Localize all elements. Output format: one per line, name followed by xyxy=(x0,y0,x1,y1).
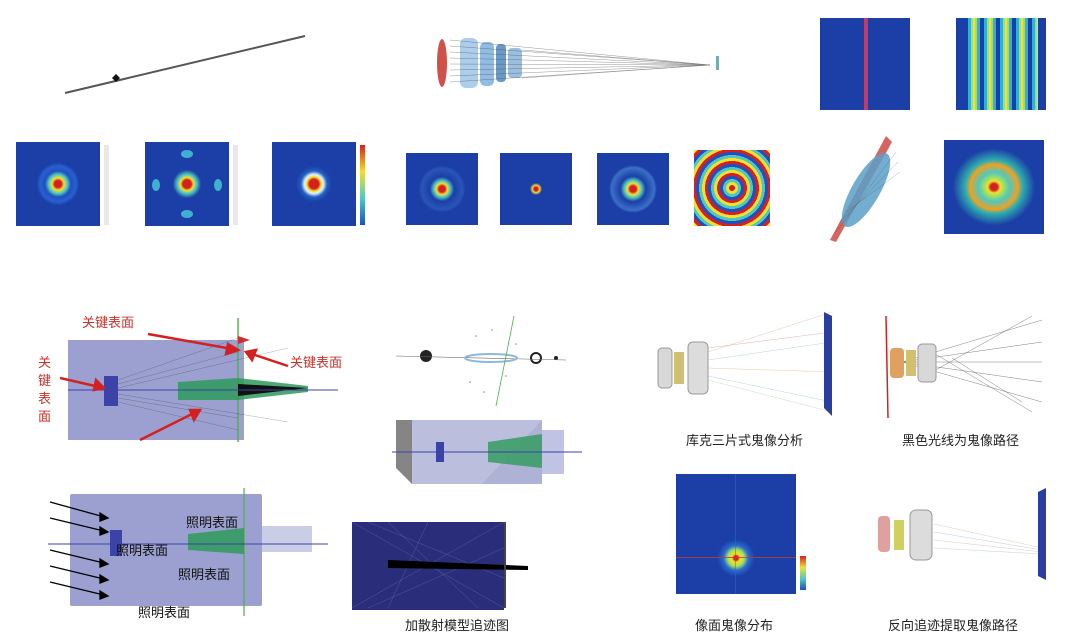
lens-system-diagram xyxy=(437,38,719,88)
illum-label-2: 照明表面 xyxy=(116,544,169,559)
beam-line xyxy=(64,35,306,94)
caption-reverse-trace: 反向追迹提取鬼像路径 xyxy=(888,619,1019,634)
key-surface-arrows xyxy=(60,332,289,442)
cooke-triplet-diagram xyxy=(657,312,833,416)
detector xyxy=(716,56,719,70)
caption-image-ghost: 像面鬼像分布 xyxy=(695,619,774,634)
colorbar-1 xyxy=(104,145,109,225)
scatter-point-cloud xyxy=(396,316,566,406)
psf-map-1 xyxy=(16,142,100,226)
beam-point xyxy=(112,74,120,82)
beam-line-diagram xyxy=(64,35,306,94)
black-ray-ghost-diagram xyxy=(885,315,1043,419)
illum-ray-diagram xyxy=(48,488,328,616)
stripe-map-left xyxy=(820,18,910,110)
psf-map-3 xyxy=(272,142,356,226)
lens-red xyxy=(437,39,447,87)
stripe-map-right xyxy=(956,18,1046,110)
illum-label-1: 照明表面 xyxy=(186,516,239,531)
key-surface-label-left: 关 键 表 面 xyxy=(38,356,52,425)
cutaway-housing xyxy=(392,420,582,484)
ray-fan xyxy=(449,39,711,83)
reverse-trace-diagram xyxy=(878,488,1046,580)
image-ghost-colorbar xyxy=(800,556,806,590)
colorbar-2 xyxy=(233,145,238,225)
illum-label-4: 照明表面 xyxy=(138,606,191,621)
ghost-ring-map xyxy=(944,140,1044,234)
tilted-plate-diagram xyxy=(830,136,901,242)
psf-map-6 xyxy=(597,153,669,225)
psf-map-5 xyxy=(500,153,572,225)
psf-map-7 xyxy=(694,150,770,226)
caption-black-rays: 黑色光线为鬼像路径 xyxy=(902,434,1020,449)
key-surface-ray-trace xyxy=(68,318,338,442)
image-ghost-map xyxy=(676,474,796,594)
key-surface-label-top: 关键表面 xyxy=(82,316,135,331)
caption-cooke-ghost: 库克三片式鬼像分析 xyxy=(686,434,804,449)
illum-label-3: 照明表面 xyxy=(178,568,231,583)
colorbar-3 xyxy=(360,145,365,225)
scatter-trace-rays xyxy=(351,521,528,609)
caption-scatter-trace: 加散射模型追迹图 xyxy=(405,619,510,634)
psf-map-4 xyxy=(406,153,478,225)
key-surface-label-right: 关键表面 xyxy=(290,356,343,371)
